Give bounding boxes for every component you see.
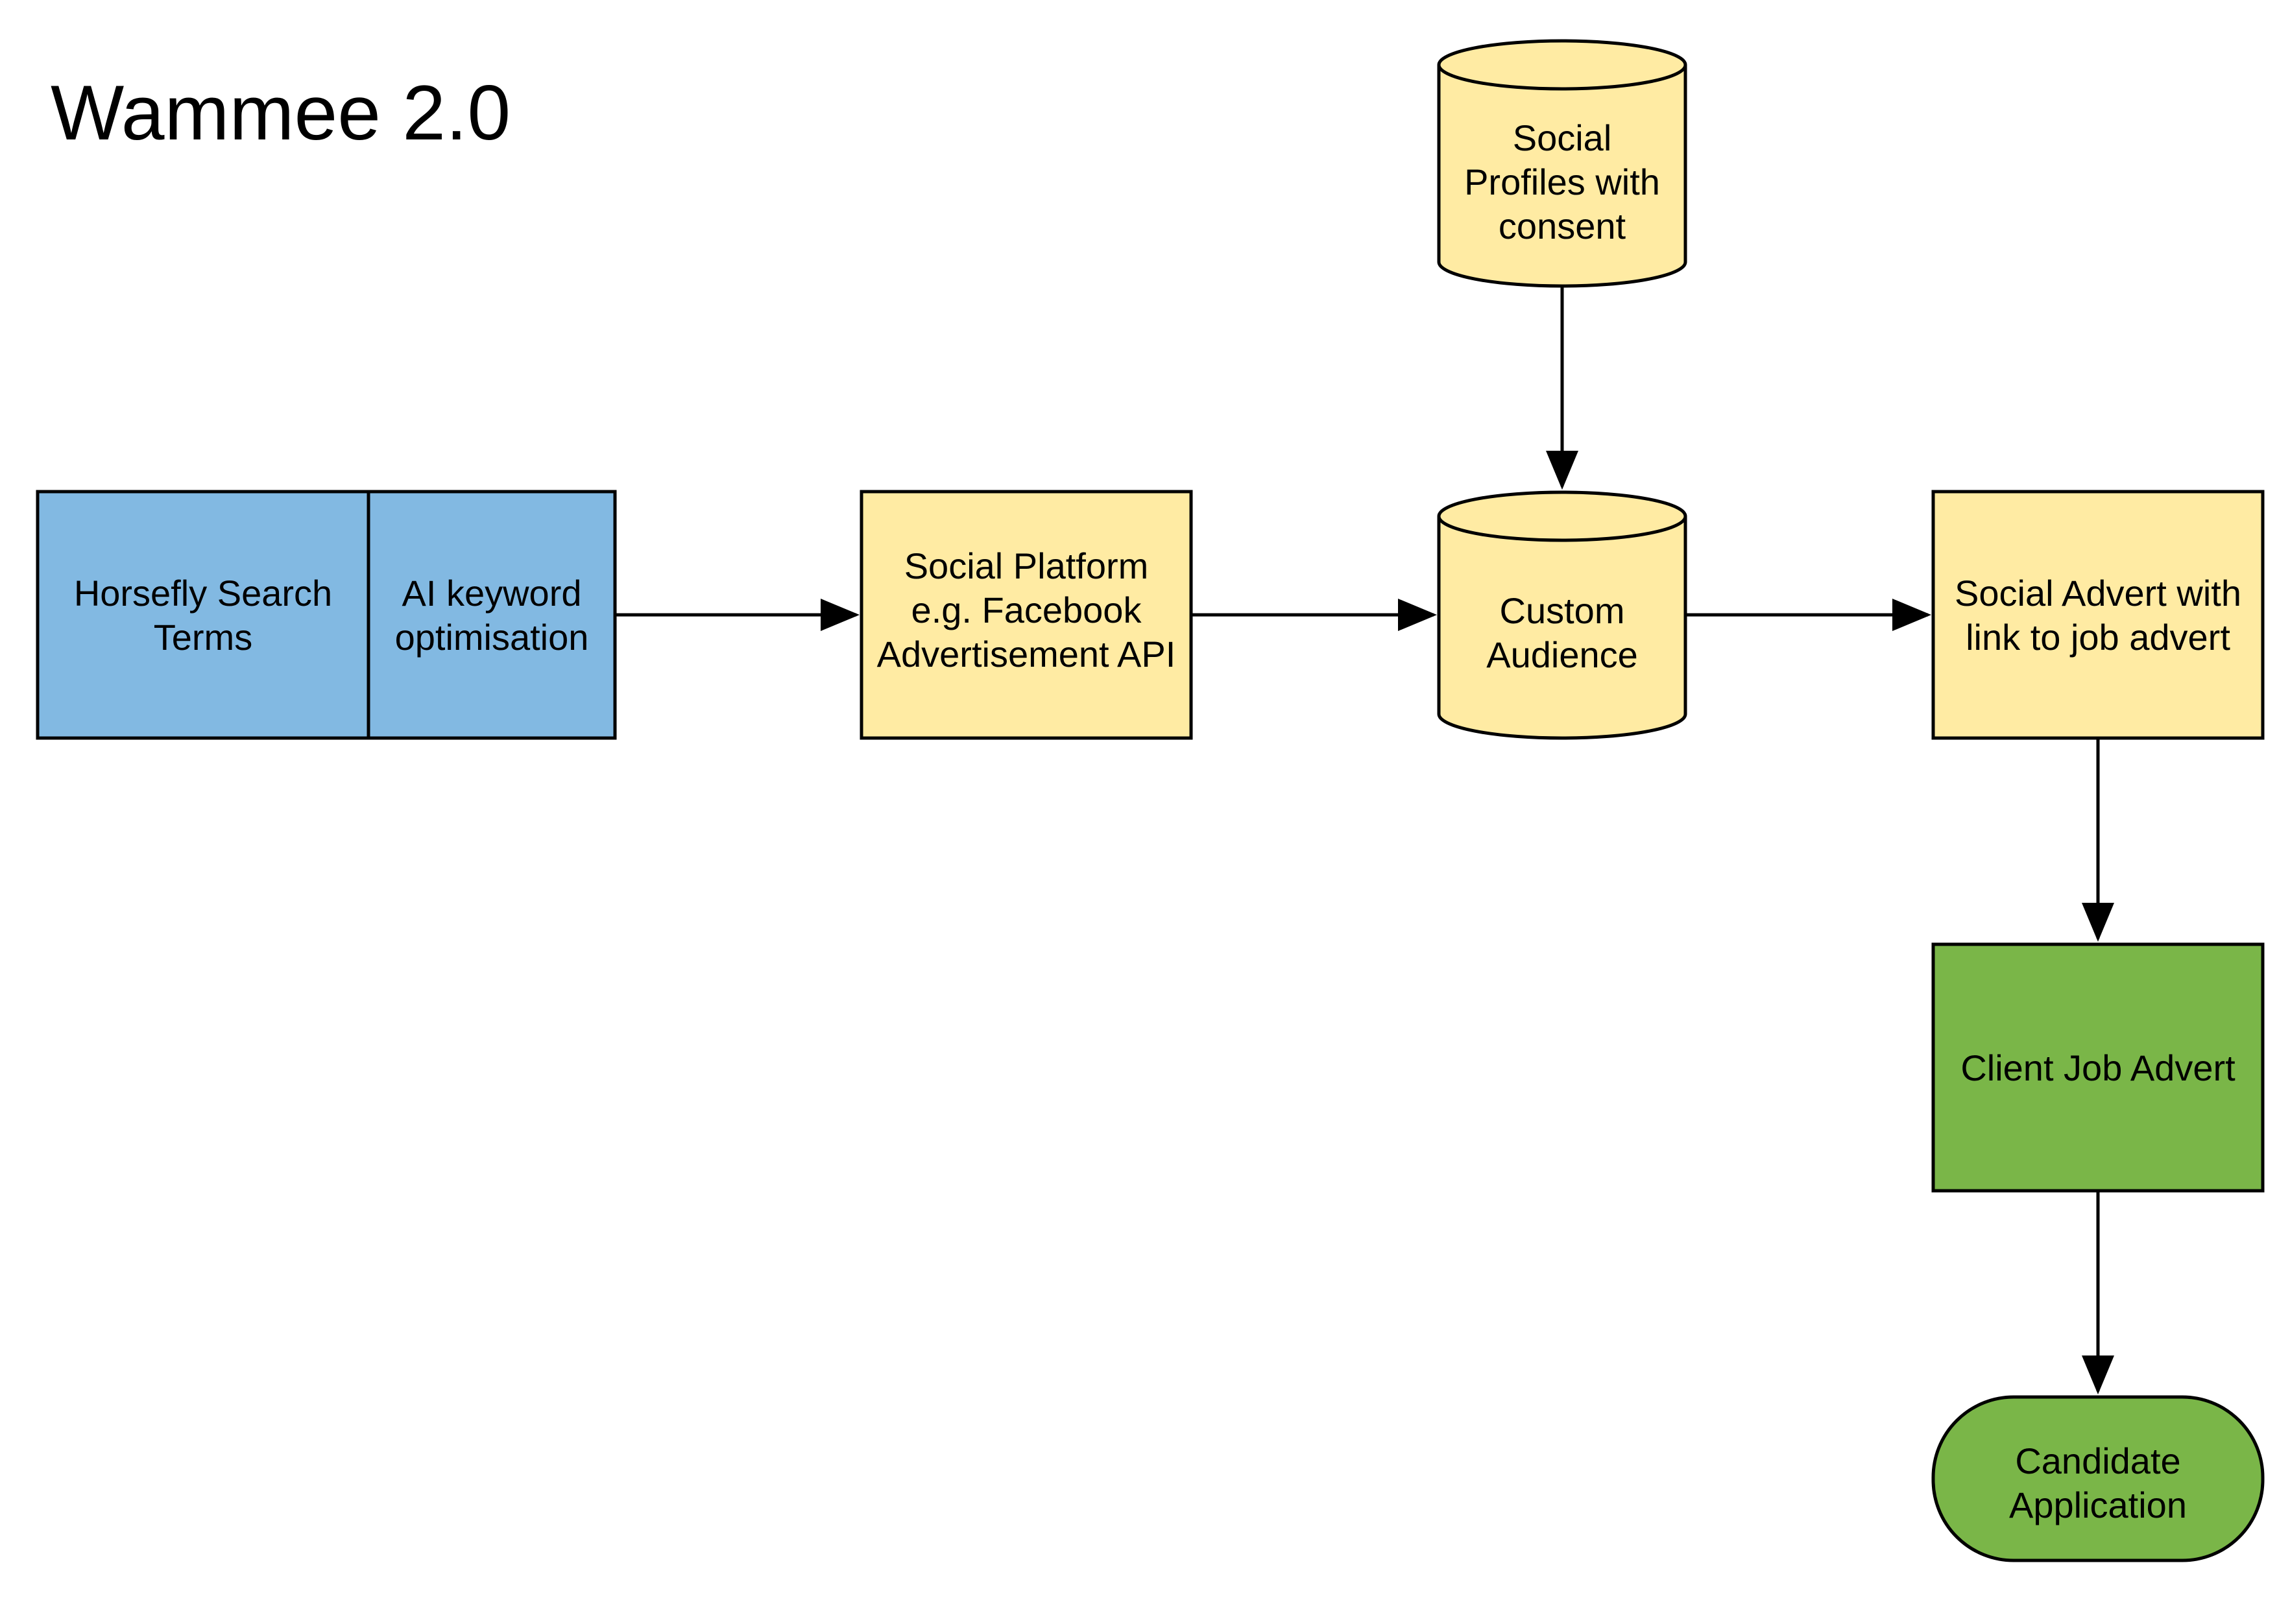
label-line: AI keyword bbox=[402, 573, 582, 614]
label-line: Profiles with bbox=[1464, 161, 1660, 202]
node-client-job-advert: Client Job Advert bbox=[1931, 942, 2265, 1193]
label-line: Social bbox=[1513, 117, 1612, 158]
node-custom-audience-shape bbox=[1437, 490, 1687, 740]
node-client-job-advert-shape bbox=[1931, 942, 2265, 1193]
node-candidate-application-shape bbox=[1931, 1395, 2265, 1562]
label-line: Horsefly Search bbox=[74, 573, 332, 614]
node-social-profiles-shape bbox=[1437, 39, 1687, 288]
label-line: Custom bbox=[1500, 590, 1625, 631]
label-line: e.g. Facebook bbox=[911, 590, 1142, 630]
label-line: Audience bbox=[1486, 634, 1638, 675]
label-line: Advertisement API bbox=[877, 634, 1176, 675]
node-social-profiles-top-rim bbox=[1437, 64, 1687, 91]
label-line: Social Platform bbox=[904, 545, 1149, 586]
node-ai-keyword-shape bbox=[367, 490, 617, 740]
label-line: optimisation bbox=[395, 617, 589, 658]
label-line: consent bbox=[1499, 206, 1626, 246]
node-social-platform-shape bbox=[860, 490, 1193, 740]
diagram-title: Wammee 2.0 bbox=[51, 69, 511, 156]
label-line: Client Job Advert bbox=[1960, 1047, 2236, 1088]
label-line: link to job advert bbox=[1966, 617, 2230, 658]
node-social-advert-shape bbox=[1931, 490, 2265, 740]
node-custom-audience-top-rim bbox=[1437, 516, 1687, 542]
label-line: Candidate bbox=[2015, 1440, 2180, 1481]
edges bbox=[615, 286, 2114, 1394]
label-line: Terms bbox=[154, 617, 252, 658]
node-client-job-advert-label: Client Job Advert bbox=[1960, 1047, 2236, 1088]
label-line: Social Advert with bbox=[1955, 573, 2241, 614]
node-horsefly-shape bbox=[36, 490, 370, 740]
label-line: Application bbox=[2009, 1485, 2187, 1525]
